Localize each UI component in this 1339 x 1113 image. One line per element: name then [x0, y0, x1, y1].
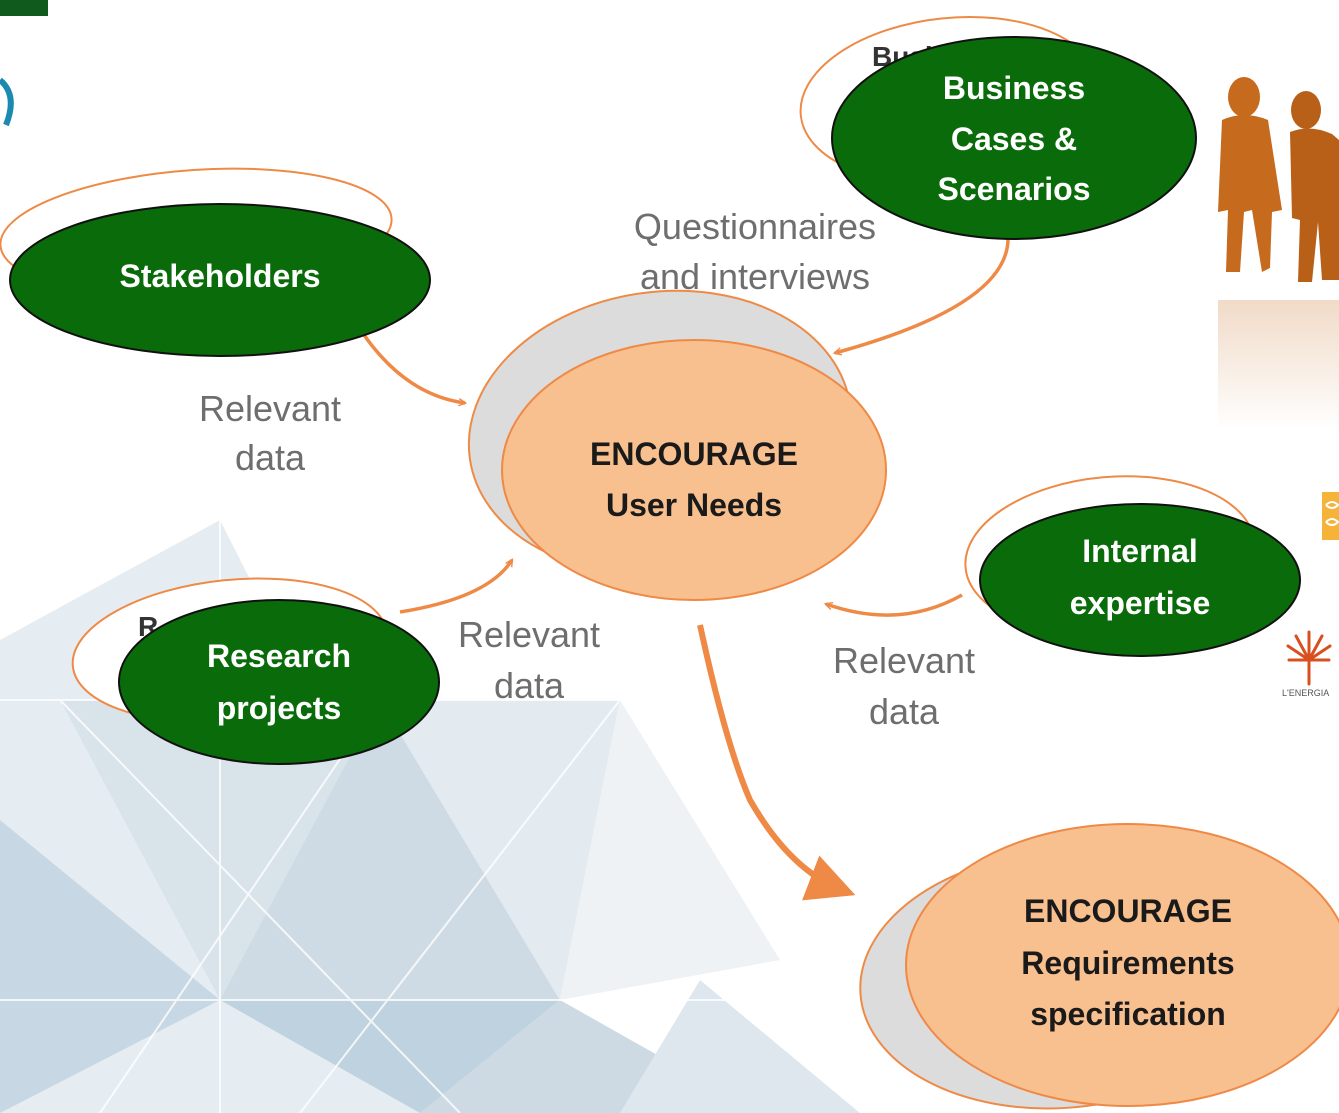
node-internal-expertise-shape [979, 503, 1301, 657]
edge-label-stakeholders-line-1: Relevant [199, 388, 341, 429]
node-stakeholders-shape [9, 203, 431, 357]
node-research-projects-line-1: Research [207, 638, 351, 674]
node-user-needs-line-2: User Needs [606, 487, 782, 523]
node-internal-expertise-line-1: Internal [1082, 533, 1198, 569]
node-requirements-line-2: Requirements [1021, 945, 1234, 981]
node-user-needs-shape [501, 339, 887, 601]
node-business-cases: Busi Business Cases & Scenarios [799, 15, 1197, 240]
edge-label-business-line-1: Questionnaires [634, 206, 876, 247]
arrows [360, 236, 1010, 901]
edge-label-research: Relevant data [458, 614, 600, 706]
node-requirements-line-3: specification [1030, 996, 1226, 1032]
node-stakeholders: Stakeholders [0, 167, 431, 357]
edge-label-expertise-line-2: data [869, 691, 940, 732]
arrow-research-to-needs [399, 560, 514, 614]
edge-label-expertise: Relevant data [833, 640, 975, 732]
node-user-needs-line-1: ENCOURAGE [590, 436, 798, 472]
people-icon [1218, 77, 1339, 430]
node-stakeholders-label: Stakeholders [120, 258, 321, 294]
arrow-expertise-to-needs [826, 593, 963, 617]
edge-label-research-line-2: data [494, 665, 565, 706]
partner-logo-energia: L'ENERGIA [1282, 630, 1332, 698]
left-edge-arc [0, 77, 14, 127]
edge-label-stakeholders-line-2: data [235, 437, 306, 478]
node-business-cases-line-3: Scenarios [938, 171, 1091, 207]
arrow-stakeholders-to-needs [360, 331, 465, 403]
node-internal-expertise: Internal expertise [964, 475, 1301, 657]
node-research-projects: R Research projects [71, 577, 440, 765]
edge-label-research-line-1: Relevant [458, 614, 600, 655]
node-business-cases-line-2: Cases & [951, 121, 1077, 157]
node-business-cases-shape [831, 36, 1197, 240]
arrow-business-to-needs [835, 236, 1010, 353]
corner-logo-fragment [0, 0, 48, 16]
arrow-needs-to-requirements [697, 624, 856, 901]
node-requirements-line-1: ENCOURAGE [1024, 893, 1232, 929]
node-research-projects-line-2: projects [217, 690, 341, 726]
node-requirements-shape [905, 823, 1339, 1107]
node-internal-expertise-line-2: expertise [1070, 585, 1211, 621]
partner-logo-flower [1322, 492, 1339, 540]
node-user-needs: ENCOURAGE User Needs [467, 289, 887, 601]
edge-label-stakeholders: Relevant data [199, 388, 341, 478]
node-research-projects-shape [118, 599, 440, 765]
edge-label-expertise-line-1: Relevant [833, 640, 975, 681]
edge-label-business: Questionnaires and interviews [634, 206, 876, 297]
edge-label-business-line-2: and interviews [640, 256, 870, 297]
node-requirements: ENCOURAGE Requirements specification [859, 823, 1339, 1110]
energia-logo-caption: L'ENERGIA [1282, 688, 1329, 698]
node-business-cases-line-1: Business [943, 70, 1085, 106]
